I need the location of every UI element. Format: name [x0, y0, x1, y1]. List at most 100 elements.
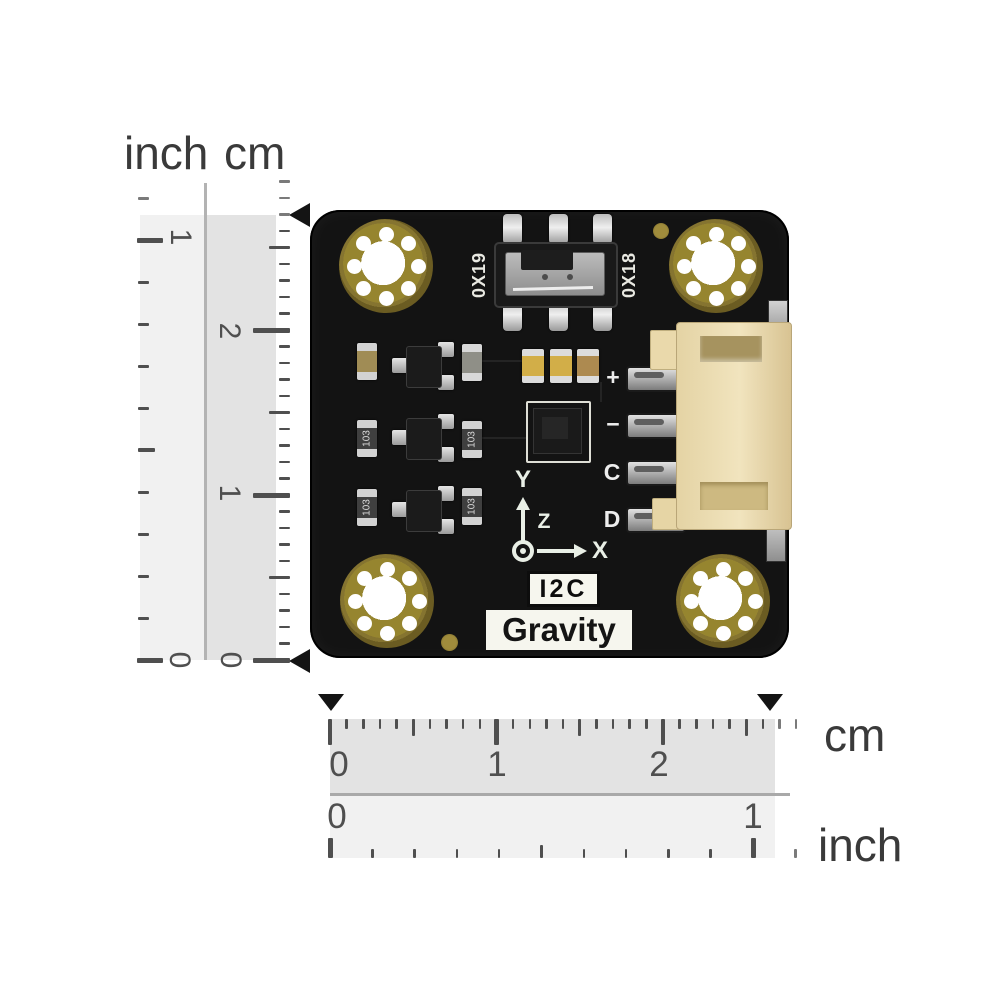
- pcb-trace: [600, 382, 602, 402]
- ruler-tick: [497, 849, 501, 858]
- ruler-tick: [279, 196, 290, 200]
- ruler-tick: [279, 460, 290, 464]
- smd-resistor: 103: [357, 489, 377, 526]
- hole-perforation: [402, 616, 418, 632]
- ruler-tick: [345, 719, 348, 729]
- resistor-marking: 103: [361, 499, 373, 516]
- hole-perforation: [378, 226, 394, 242]
- hole-perforation: [379, 561, 395, 577]
- ruler-tick: [138, 532, 149, 536]
- pin-label-data: D: [603, 506, 621, 532]
- hole-perforation: [378, 290, 394, 306]
- ruler-tick: [327, 838, 333, 858]
- ruler-tick: [279, 229, 290, 233]
- hole-perforation: [708, 226, 724, 242]
- hole-perforation: [715, 625, 731, 641]
- horizontal-ruler-inch-label: 1: [743, 797, 763, 836]
- horizontal-ruler-cm-unit-label: cm: [824, 709, 886, 761]
- ruler-tick: [794, 719, 798, 729]
- hole-perforation: [346, 258, 362, 274]
- ruler-tick: [624, 849, 628, 858]
- ruler-tick: [138, 196, 149, 200]
- hole-perforation: [738, 570, 754, 586]
- hole-perforation: [747, 593, 763, 609]
- hole-perforation: [410, 258, 426, 274]
- hole-perforation: [708, 290, 724, 306]
- vertical-ruler-divider: [204, 183, 207, 660]
- sot23-transistor: [392, 412, 454, 464]
- ruler-tick: [709, 849, 712, 858]
- ruler-tick: [750, 838, 756, 858]
- hole-perforation: [692, 616, 708, 632]
- vertical-ruler-cm-label: 2: [213, 322, 246, 340]
- ruler-tick: [279, 510, 290, 513]
- axis-x-arrow-icon: [574, 544, 587, 558]
- hole-perforation: [685, 235, 701, 251]
- smd-capacitor-yellow: [550, 349, 572, 383]
- smd-capacitor: [357, 343, 377, 380]
- vertical-ruler-inch-unit-label: inch: [124, 127, 209, 179]
- switch-detail-dot: [542, 274, 548, 280]
- ruler-tick: [279, 559, 290, 563]
- switch-detail-dot: [567, 274, 573, 280]
- connector-housing-tab: [650, 330, 680, 370]
- address-label-0x18: 0X18: [619, 251, 639, 299]
- ruler-tick: [138, 364, 149, 368]
- ruler-tick: [678, 719, 681, 729]
- smd-resistor: 103: [357, 420, 377, 457]
- ruler-tick: [279, 279, 290, 282]
- vertical-ruler-inch-label: 0: [163, 651, 196, 669]
- sot23-transistor: [392, 340, 454, 392]
- ruler-tick: [528, 719, 532, 729]
- horizontal-ruler-divider: [330, 793, 790, 796]
- slide-switch-knob-slot: [521, 250, 573, 270]
- ruler-tick: [628, 719, 631, 729]
- smd-resistor: [462, 344, 482, 381]
- hole-perforation: [347, 593, 363, 609]
- pcb-trace: [482, 437, 526, 439]
- ruler-tick: [269, 575, 290, 580]
- hole-perforation: [355, 235, 371, 251]
- ruler-tick: [428, 719, 432, 729]
- hole-perforation: [740, 258, 756, 274]
- ruler-tick: [667, 849, 670, 858]
- ruler-tick: [279, 427, 290, 431]
- hole-perforation: [356, 570, 372, 586]
- ruler-tick: [711, 719, 715, 729]
- ruler-tick: [413, 849, 416, 858]
- ruler-tick: [411, 719, 415, 736]
- ruler-tick: [279, 477, 290, 480]
- horizontal-ruler-inch-scale: [330, 796, 775, 858]
- pin-label-clock: C: [603, 459, 621, 485]
- axis-y-arrow: [521, 509, 525, 542]
- mounting-hole: [339, 219, 433, 313]
- ruler-tick: [728, 719, 731, 729]
- switch-solder-pad: [503, 301, 522, 331]
- horizontal-ruler-inch-unit-label: inch: [818, 819, 903, 871]
- ruler-tick: [138, 574, 149, 578]
- ruler-tick: [778, 719, 781, 729]
- ruler-tick: [511, 719, 515, 729]
- ruler-tick: [279, 526, 290, 530]
- ruler-tick: [138, 322, 149, 326]
- horizontal-ruler-inch-label: 0: [327, 797, 347, 836]
- ruler-tick: [279, 444, 290, 447]
- switch-solder-pad: [549, 214, 568, 244]
- ruler-tick: [478, 719, 482, 729]
- axis-x-arrow: [537, 549, 575, 553]
- ruler-tick: [279, 642, 290, 645]
- ruler-tick: [371, 849, 374, 858]
- ruler-tick: [362, 719, 365, 729]
- ruler-tick: [279, 361, 290, 365]
- smd-resistor: 103: [462, 488, 482, 525]
- ruler-tick: [445, 719, 448, 729]
- hole-perforation: [379, 625, 395, 641]
- vertical-ruler-cm-unit-label: cm: [224, 127, 286, 179]
- fiducial-gold-dot: [653, 223, 669, 239]
- axis-origin-icon: [512, 540, 534, 562]
- ruler-tick: [378, 719, 382, 729]
- ruler-tick: [279, 592, 290, 596]
- ruler-tick: [395, 719, 398, 729]
- ruler-tick: [253, 327, 290, 333]
